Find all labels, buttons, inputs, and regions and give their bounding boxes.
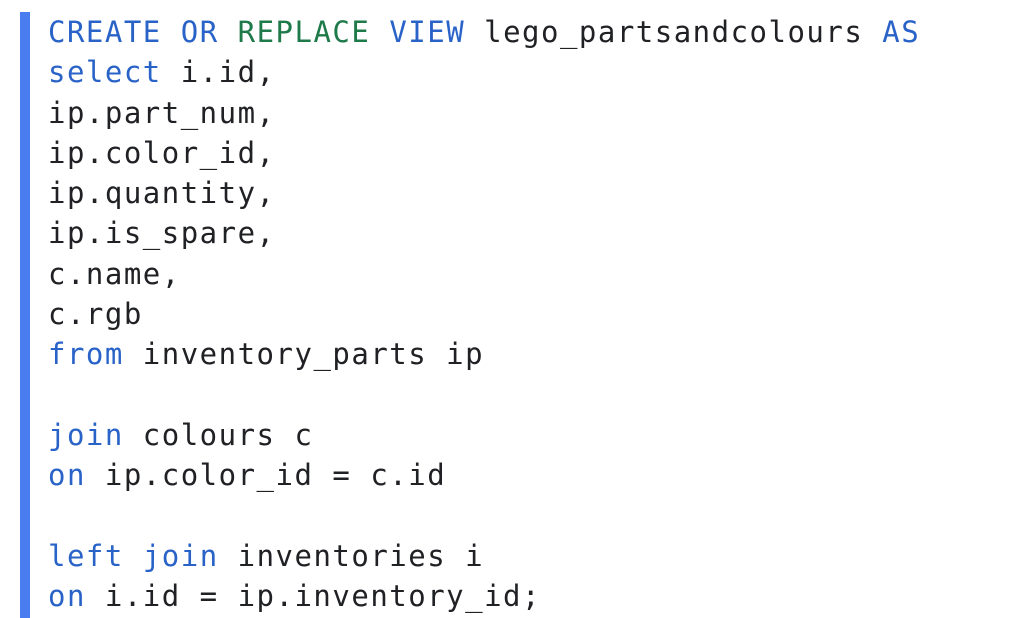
code-line [48,496,920,536]
code-line: join colours c [48,415,920,455]
code-line: from inventory_parts ip [48,334,920,374]
sql-text: ip.quantity, [48,176,276,211]
code-line: ip.color_id, [48,133,920,173]
sql-text: i.id = ip.inventory_id; [85,579,541,614]
sql-text: inventory_parts ip [123,337,485,372]
code-line: c.name, [48,254,920,294]
sql-text: ip.part_num, [48,95,276,130]
code-line: left join inventories i [48,536,920,576]
sql-keyword: join [142,538,219,573]
code-line: CREATE OR REPLACE VIEW lego_partsandcolo… [48,12,920,52]
sql-text [124,539,143,573]
sql-keyword: OR [180,15,219,49]
sql-text: ip.is_spare, [48,216,276,251]
sql-text [370,15,389,49]
sql-text [162,15,181,49]
sql-keyword: CREATE [48,15,162,49]
code-line: c.rgb [48,294,920,334]
code-block-accent-bar [20,12,30,618]
code-line [48,375,920,415]
code-line: ip.quantity, [48,173,920,213]
sql-keyword: select [48,55,162,90]
sql-text: c.rgb [48,297,143,332]
code-line: on i.id = ip.inventory_id; [48,576,920,616]
code-line: ip.part_num, [48,93,920,133]
sql-keyword: join [48,417,124,452]
sql-text: c.name, [48,256,181,291]
sql-text: colours c [123,417,314,452]
sql-keyword: on [48,579,86,614]
sql-keyword: left [48,538,124,573]
sql-keyword: REPLACE [237,15,371,49]
sql-text: i.id, [161,55,276,90]
code-line: ip.is_spare, [48,213,920,253]
sql-text: ip.color_id, [48,135,276,170]
sql-code: CREATE OR REPLACE VIEW lego_partsandcolo… [48,12,920,616]
sql-keyword: on [48,458,86,493]
sql-keyword: from [48,337,124,372]
code-line: select i.id, [48,52,920,92]
sql-text: inventories i [218,538,485,573]
sql-text: lego_partsandcolours [465,15,883,49]
sql-text: ip.color_id = c.id [85,458,447,493]
sql-text [219,15,238,49]
sql-keyword: AS [882,15,921,49]
sql-keyword: VIEW [389,15,466,49]
code-line: on ip.color_id = c.id [48,455,920,495]
